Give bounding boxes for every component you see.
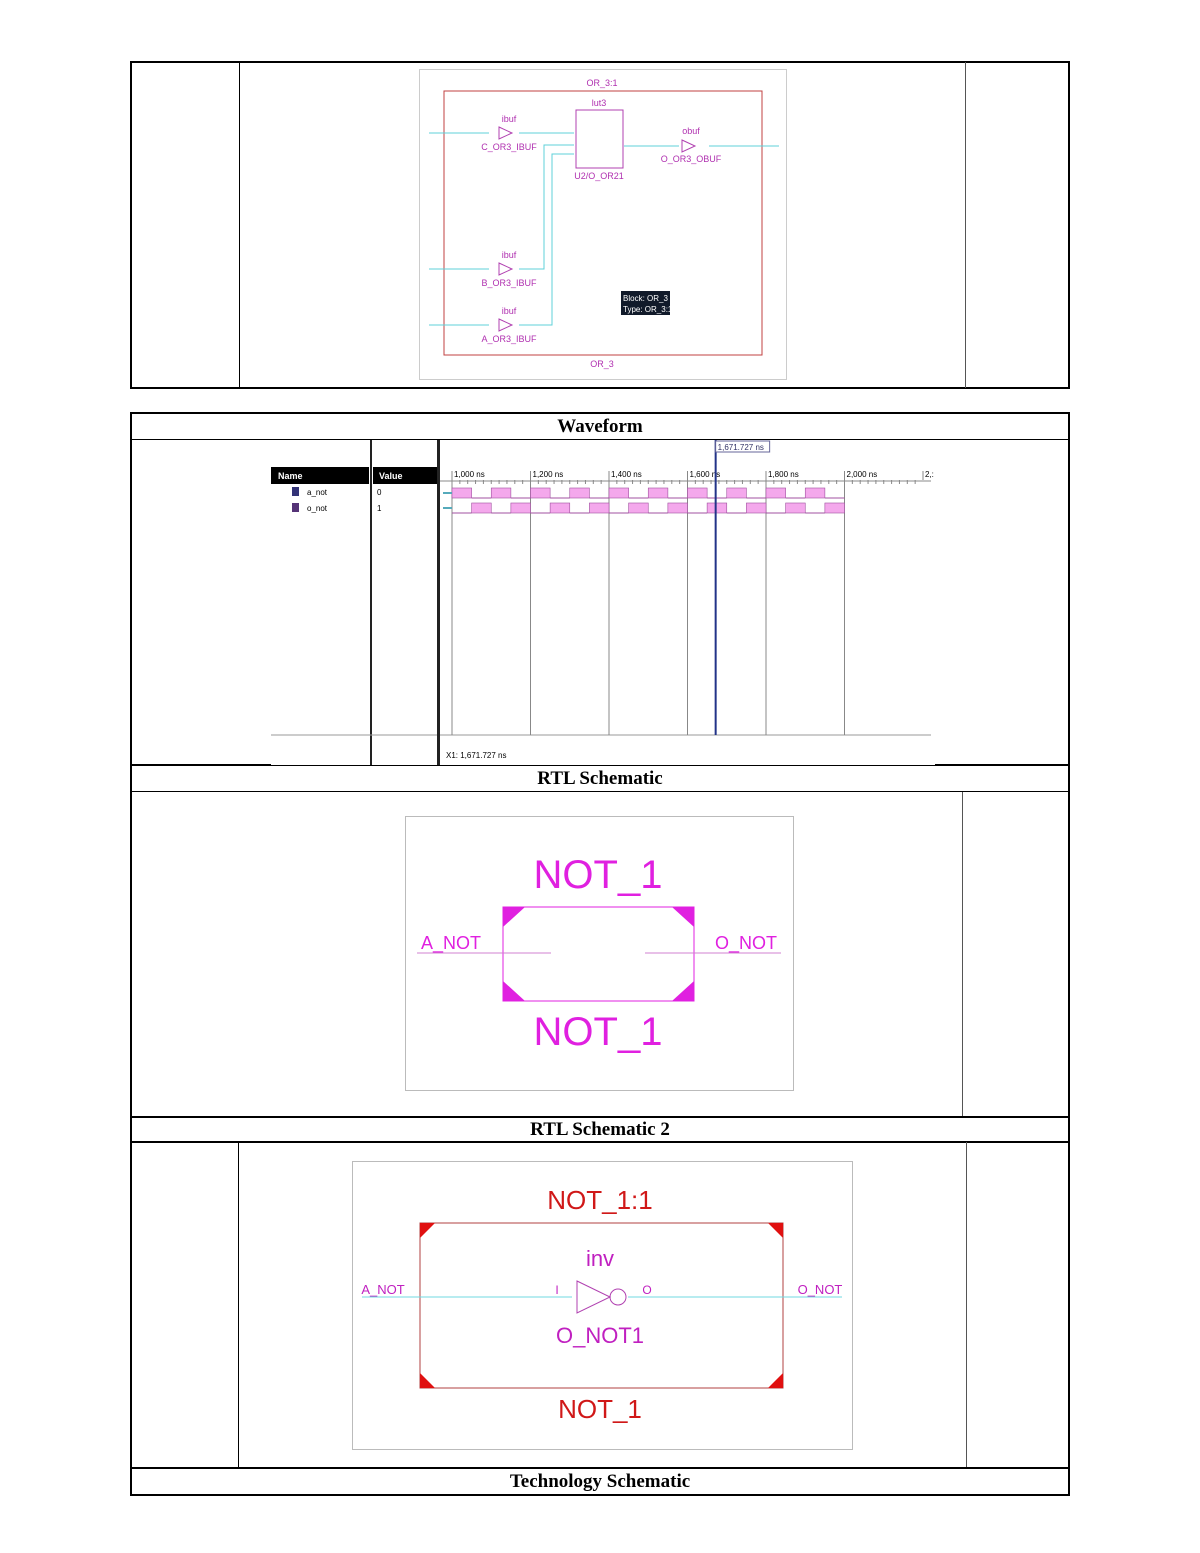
signal-pulse: [706, 502, 728, 514]
cell-type: inv: [586, 1246, 614, 1271]
signal-pulse: [569, 487, 590, 499]
caption-waveform: Waveform: [557, 416, 643, 437]
pin-out: O: [642, 1283, 651, 1297]
buf-name: O_OR3_OBUF: [661, 154, 722, 164]
signal-pulse: [765, 487, 786, 499]
waveform-viewer[interactable]: Name Value a_not o_not 0 1 X1: 1,671.727…: [271, 440, 935, 765]
signal-pulse: [746, 502, 767, 514]
or3-schematic: OR_3:1 OR_3 lut3 U2/O_OR21 ibuf C_OR3_IB…: [419, 69, 787, 380]
tick-label: 1,400 ns: [611, 470, 642, 479]
buf-type: ibuf: [502, 250, 517, 260]
signal-pulse: [530, 487, 551, 499]
signal-value: 1: [377, 504, 382, 513]
buf-type: obuf: [682, 126, 700, 136]
cursor-label: 1,671.727 ns: [718, 443, 764, 452]
tick-label: 1,200 ns: [533, 470, 564, 479]
signal-pulse: [608, 487, 629, 499]
signal-pulse: [490, 487, 512, 499]
top-table: [130, 61, 1070, 389]
tick-label: 1,600 ns: [690, 470, 721, 479]
name-header: Name: [278, 471, 303, 481]
caption-tech: Technology Schematic: [509, 1471, 691, 1492]
signal-name[interactable]: a_not: [307, 488, 328, 497]
signal-pulse: [628, 502, 649, 514]
buf-type: ibuf: [502, 306, 517, 316]
buf-name: A_OR3_IBUF: [481, 334, 537, 344]
status-readout: X1: 1,671.727 ns: [446, 751, 507, 760]
lut-label: lut3: [592, 98, 607, 108]
output-port: O_NOT: [798, 1282, 843, 1297]
signal-pulse: [589, 502, 610, 514]
input-port: A_NOT: [361, 1282, 404, 1297]
input-port: A_NOT: [421, 933, 481, 954]
buf-type: ibuf: [502, 114, 517, 124]
bottom-label: OR_3: [590, 359, 614, 369]
signal-value: 0: [377, 488, 382, 497]
main-table: [130, 412, 1070, 1496]
signal-pulse: [451, 487, 472, 499]
caption-rtl2: RTL Schematic 2: [530, 1119, 670, 1140]
signal-pulse: [785, 502, 806, 514]
pin-in: I: [555, 1283, 558, 1297]
block-label-top: NOT_1: [534, 853, 663, 897]
signal-name[interactable]: o_not: [307, 504, 328, 513]
output-port: O_NOT: [715, 933, 777, 954]
signal-pulse: [687, 487, 708, 499]
tick-label: 1,800 ns: [768, 470, 799, 479]
signal-pulse: [667, 502, 688, 514]
block-label-bottom: NOT_1: [534, 1010, 663, 1054]
signal-pulse: [804, 487, 826, 499]
signal-pulse: [647, 487, 669, 499]
tick-label: 1,000 ns: [454, 470, 485, 479]
tick-label: 2,:: [925, 470, 934, 479]
cell-name: O_NOT1: [556, 1323, 644, 1348]
tick-label: 2,000 ns: [847, 470, 878, 479]
block-label-top: NOT_1:1: [547, 1185, 653, 1215]
rtl-schematic: NOT_1 NOT_1 A_NOT O_NOT: [405, 816, 794, 1091]
technology-schematic: NOT_1:1 NOT_1 inv O_NOT1 I O A_NOT O_NOT: [352, 1161, 853, 1450]
signal-pulse: [726, 487, 747, 499]
signal-pulse: [471, 502, 492, 514]
top-label: OR_3:1: [586, 78, 617, 88]
tooltip-line: Type: OR_3:1: [623, 305, 673, 314]
signal-pulse: [824, 502, 845, 514]
buf-name: B_OR3_IBUF: [481, 278, 537, 288]
signal-pulse: [549, 502, 571, 514]
tooltip-line: Block: OR_3: [623, 294, 668, 303]
buf-name: C_OR3_IBUF: [481, 142, 537, 152]
signal-pulse: [510, 502, 531, 514]
value-header: Value: [379, 471, 403, 481]
caption-rtl: RTL Schematic: [537, 768, 663, 789]
lut-name: U2/O_OR21: [574, 171, 624, 181]
block-label-bottom: NOT_1: [558, 1394, 642, 1424]
